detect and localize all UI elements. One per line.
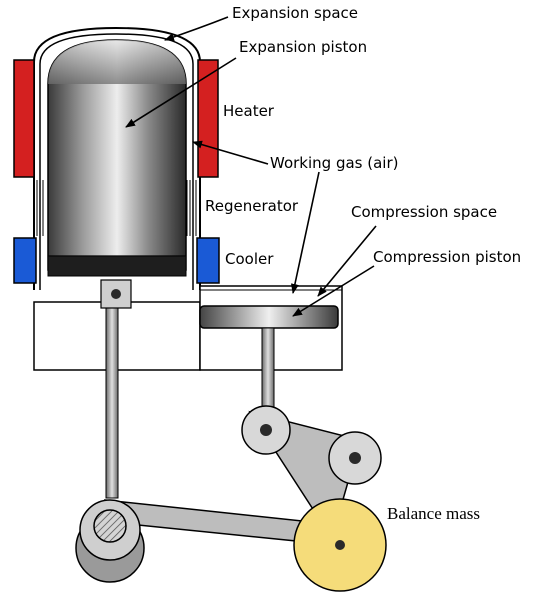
leader-lines bbox=[125, 16, 377, 317]
label-balance-mass: Balance mass bbox=[387, 504, 480, 523]
leader-compression-space bbox=[317, 225, 377, 297]
label-regenerator: Regenerator bbox=[205, 197, 299, 215]
leader-compression-piston bbox=[292, 265, 375, 317]
label-compression-piston: Compression piston bbox=[373, 248, 521, 266]
label-compression-space: Compression space bbox=[351, 203, 497, 221]
cooler bbox=[13, 237, 220, 284]
expansion-rod bbox=[100, 279, 132, 499]
label-expansion-piston: Expansion piston bbox=[239, 38, 367, 56]
label-cooler: Cooler bbox=[225, 250, 274, 268]
leader-expansion-space bbox=[164, 16, 229, 41]
compression-piston bbox=[199, 305, 339, 429]
crank-disk bbox=[75, 499, 145, 583]
regenerator bbox=[33, 180, 197, 236]
label-heater: Heater bbox=[223, 102, 275, 120]
leader-working-gas-heater bbox=[192, 140, 269, 165]
cooler-right bbox=[196, 237, 220, 284]
balance-mass bbox=[293, 498, 387, 592]
label-expansion-space: Expansion space bbox=[232, 4, 358, 22]
rhombic-linkage bbox=[241, 405, 382, 521]
label-working-gas: Working gas (air) bbox=[270, 154, 398, 172]
heater-right bbox=[197, 59, 219, 178]
cooler-left bbox=[13, 237, 37, 284]
leader-expansion-piston bbox=[125, 57, 237, 128]
leader-working-gas-space bbox=[290, 171, 320, 294]
expansion-piston bbox=[47, 39, 187, 277]
heater-left bbox=[13, 59, 35, 178]
crank-shaft bbox=[93, 509, 127, 543]
